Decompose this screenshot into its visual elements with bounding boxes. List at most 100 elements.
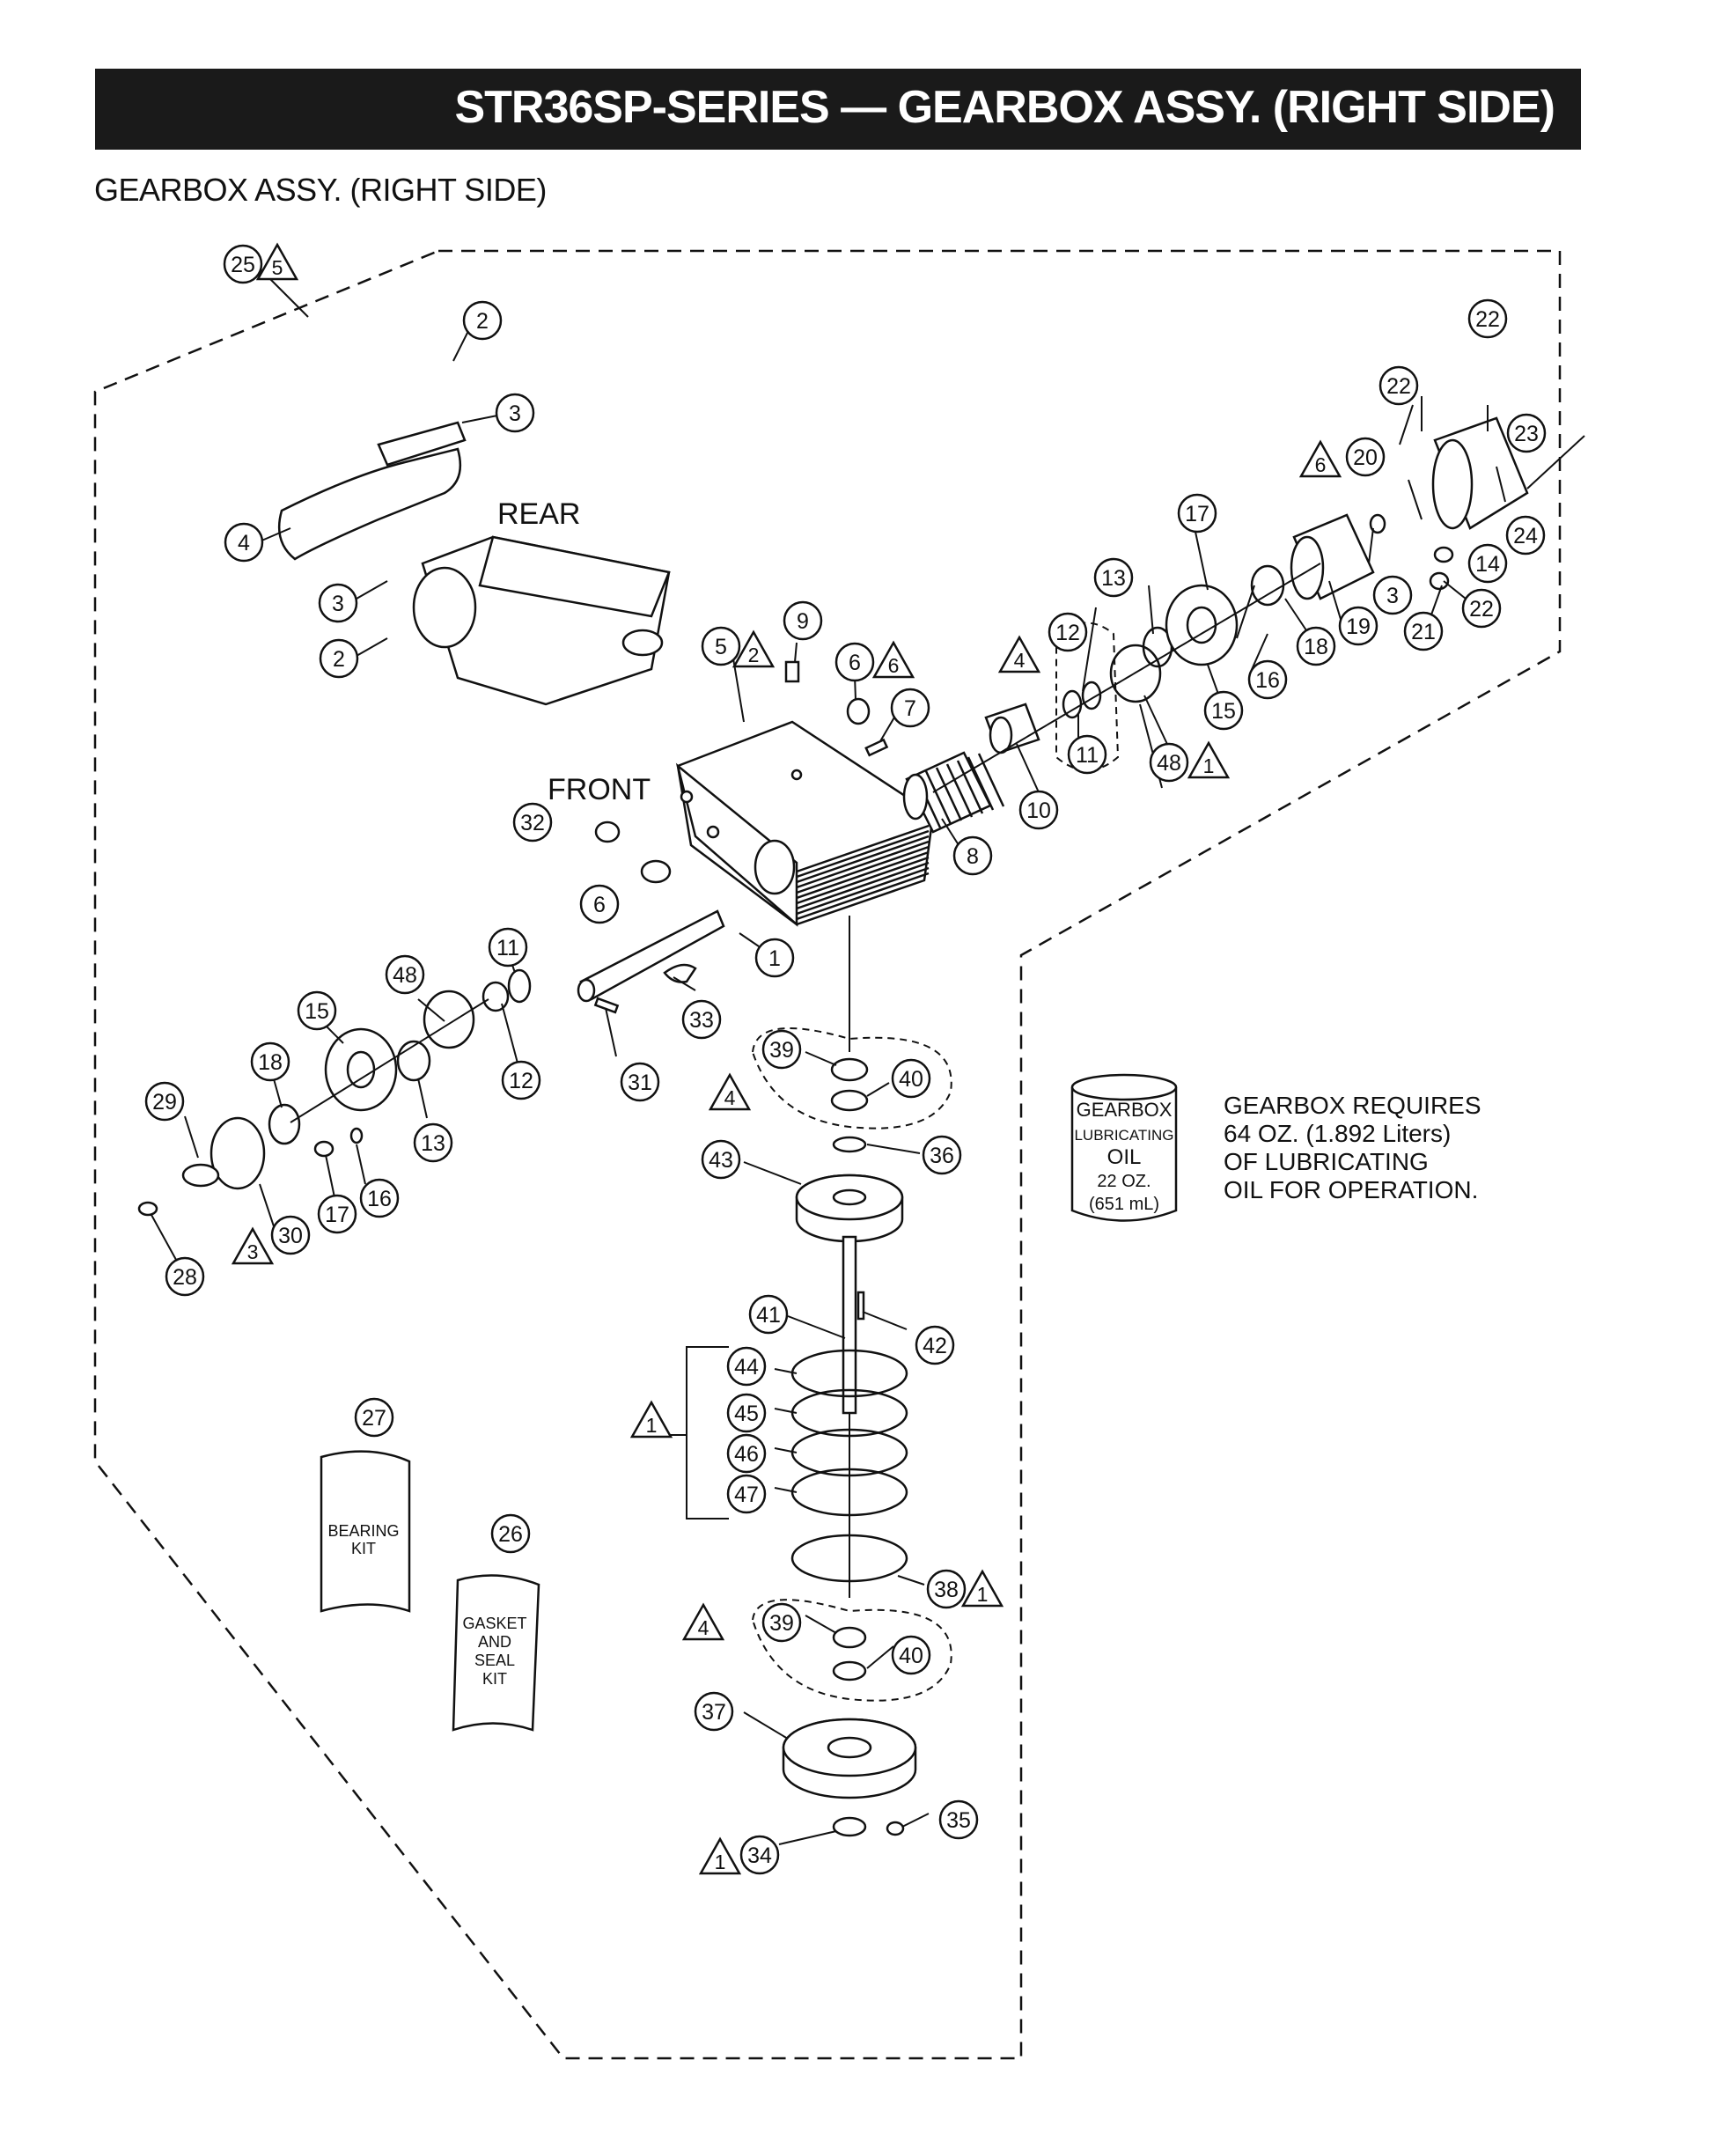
leader-line (897, 1575, 925, 1586)
page-title: STR36SP-SERIES — GEARBOX ASSY. (RIGHT SI… (454, 82, 1555, 133)
bearing-39 (830, 1057, 869, 1082)
callout-circle (783, 600, 823, 641)
oil-can-top (1070, 1073, 1178, 1101)
callout-36: 36 (922, 1135, 962, 1175)
callout-22: 22 (1461, 588, 1502, 629)
dashed-boundary (93, 249, 1562, 2060)
leader-line (862, 1311, 908, 1330)
callout-circle (144, 1081, 185, 1122)
note-triangle-number: 6 (1315, 453, 1327, 476)
callout-37: 37 (694, 1691, 734, 1732)
bearing-11b (507, 968, 532, 1004)
oil-note-line4: OIL FOR OPERATION. (1224, 1176, 1478, 1203)
callout-circle (1247, 659, 1288, 700)
callout-number: 46 (734, 1442, 759, 1467)
callout-33: 33 (681, 999, 722, 1040)
callout-number: 9 (797, 609, 809, 634)
note-triangle-number: 4 (724, 1086, 736, 1109)
note-triangle-shape (698, 1836, 742, 1875)
callout-number: 17 (325, 1203, 349, 1227)
leader-line (743, 1711, 789, 1740)
cover-plate (277, 447, 462, 561)
callout-circle (922, 1135, 962, 1175)
note-triangle-5: 5 (255, 242, 299, 281)
callout-circle (1378, 365, 1419, 406)
callout-number: 16 (367, 1187, 392, 1211)
leader-line (739, 932, 760, 947)
oil-can-body (1070, 1087, 1178, 1222)
note-triangle-4: 4 (708, 1072, 752, 1111)
callout-18: 18 (1296, 626, 1336, 666)
callout-number: 3 (509, 401, 521, 426)
leader-line (673, 976, 696, 991)
callout-circle (754, 938, 795, 978)
bearing-kit-bag (320, 1450, 411, 1613)
callout-42: 42 (915, 1325, 955, 1365)
callout-35: 35 (938, 1799, 979, 1840)
fitting-6 (846, 697, 871, 725)
gearbox-fin (796, 856, 930, 905)
leader-line (805, 1051, 837, 1066)
leader-line (1016, 743, 1040, 793)
callout-number: 12 (509, 1069, 533, 1093)
note-triangle-number: 1 (646, 1414, 658, 1437)
label-rear: REAR (497, 497, 580, 531)
callout-41: 41 (748, 1294, 789, 1335)
leader-line (778, 1830, 837, 1845)
callout-10: 10 (1018, 790, 1059, 830)
rear-housing-port (621, 629, 664, 657)
gasket-kit-label: KIT (482, 1670, 507, 1688)
callout-circle (1067, 734, 1107, 775)
leader-line (805, 1615, 837, 1634)
shaft-end (577, 978, 596, 1003)
callout-circle (748, 1294, 789, 1335)
note-triangle-1: 1 (960, 1569, 1004, 1608)
callout-43: 43 (701, 1139, 741, 1180)
note-triangle-4: 4 (681, 1602, 725, 1641)
group-39-40-bottom (751, 1599, 952, 1702)
callout-40: 40 (891, 1635, 931, 1675)
callout-13: 13 (1093, 557, 1134, 598)
note-triangle-number: 4 (698, 1616, 709, 1639)
callout-22: 22 (1467, 298, 1508, 339)
callout-number: 25 (231, 253, 255, 277)
callout-38: 38 (926, 1569, 967, 1609)
callout-number: 48 (393, 963, 417, 988)
gearbox-fin (796, 840, 930, 889)
callout-circle (501, 1060, 541, 1100)
callout-48: 48 (1149, 742, 1189, 783)
callout-number: 40 (899, 1644, 923, 1668)
note-triangle-shape (681, 1602, 725, 1641)
washer-22 (1429, 571, 1450, 591)
callout-circle (739, 1835, 780, 1875)
callout-number: 39 (769, 1611, 794, 1636)
callout-circle (890, 688, 930, 728)
callout-45: 45 (726, 1393, 767, 1433)
callout-number: 47 (734, 1483, 759, 1507)
callout-number: 28 (173, 1265, 197, 1290)
note-triangle-shape (1298, 439, 1342, 478)
pin-42 (856, 1291, 865, 1321)
callout-number: 6 (849, 651, 861, 675)
callout-number: 22 (1475, 307, 1500, 332)
callout-number: 13 (421, 1131, 445, 1156)
callout-number: 45 (734, 1402, 759, 1426)
gearbox-fin (796, 829, 930, 879)
callout-circle (1018, 790, 1059, 830)
callout-circle (834, 642, 875, 682)
callout-7: 7 (890, 688, 930, 728)
leader-line (774, 1408, 798, 1414)
leader-line (1368, 527, 1374, 564)
callout-number: 31 (628, 1071, 652, 1095)
flange-15b-bore (346, 1050, 376, 1089)
callout-8: 8 (952, 835, 993, 876)
leader-line (417, 1078, 428, 1119)
callout-44: 44 (726, 1346, 767, 1387)
note-triangle-1: 1 (1187, 740, 1231, 779)
note-triangle-6: 6 (1298, 439, 1342, 478)
worm-end (902, 773, 929, 820)
worm-thread (945, 763, 974, 818)
callout-number: 23 (1514, 422, 1539, 446)
leader-line (1443, 580, 1467, 600)
note-triangle-4: 4 (997, 635, 1041, 673)
